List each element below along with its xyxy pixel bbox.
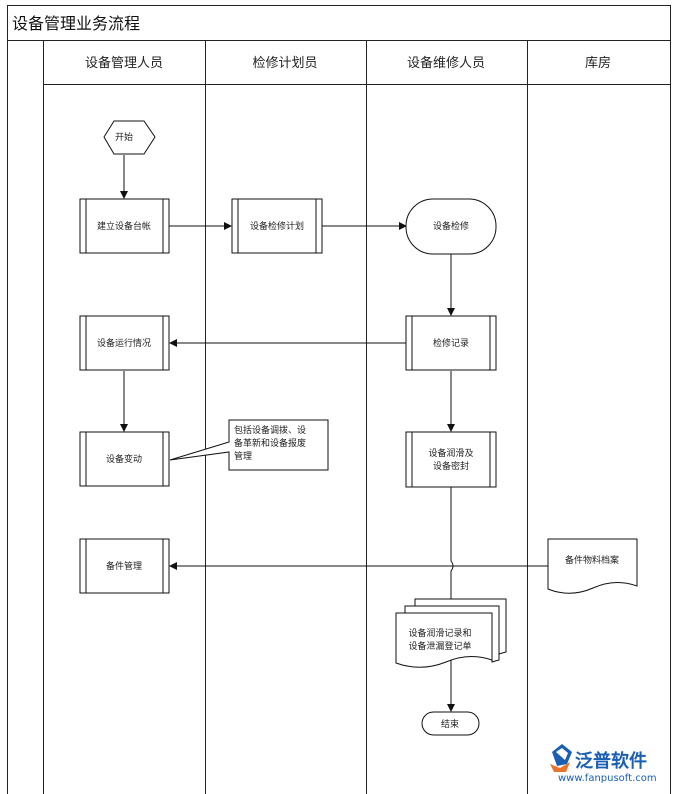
arrow-lube-to-docs [447, 487, 455, 612]
process-operation-status-label: 设备运行情况 [97, 337, 151, 349]
terminal-equipment-repair-label: 设备检修 [433, 220, 469, 232]
process-maintenance-plan [231, 198, 323, 254]
process-equipment-change-label: 设备变动 [106, 453, 142, 465]
multidocument-records-line-2: 设备泄漏登记单 [408, 640, 471, 652]
annotation-line-1: 包括设备调拨、设 [234, 424, 306, 436]
process-spare-parts-label: 备件管理 [106, 560, 142, 572]
annotation-callout: 包括设备调拨、设 备革新和设备报废 管理 [169, 419, 329, 471]
document-material-archive: 备件物料档案 [547, 538, 638, 594]
annotation-line-2: 备革新和设备报废 [234, 437, 306, 449]
brand-url: www.fanpusoft.com [558, 773, 657, 784]
lane-header-warehouse: 库房 [585, 55, 611, 71]
process-build-ledger [79, 198, 170, 254]
process-spare-parts [79, 538, 170, 594]
start-node: 开始 [103, 120, 156, 155]
lane-header-equipment-manager: 设备管理人员 [85, 55, 163, 71]
multidocument-records-line-1: 设备润滑记录和 [408, 627, 471, 639]
process-repair-record [405, 315, 497, 371]
end-node: 结束 [421, 711, 480, 736]
process-operation-status [79, 315, 170, 371]
brand-name: 泛普软件 [575, 750, 647, 772]
annotation-line-3: 管理 [234, 450, 252, 462]
start-node-label: 开始 [115, 131, 133, 143]
process-lubrication-sealing-line-2: 设备密封 [433, 460, 469, 472]
process-repair-record-label: 检修记录 [433, 337, 469, 349]
process-build-ledger-label: 建立设备台帐 [97, 220, 151, 232]
brand-logo-icon [550, 744, 572, 772]
document-material-archive-label: 备件物料档案 [565, 554, 619, 566]
process-maintenance-plan-label: 设备检修计划 [250, 220, 304, 232]
lane-header-maintenance-staff: 设备维修人员 [407, 55, 485, 71]
process-equipment-change [79, 431, 170, 487]
multidocument-records [395, 598, 507, 668]
diagram-title: 设备管理业务流程 [12, 14, 140, 33]
diagram-frame [7, 5, 671, 794]
process-lubrication-sealing-line-1: 设备润滑及 [428, 447, 473, 459]
lane-header-maintenance-planner: 检修计划员 [252, 56, 317, 71]
connectors [120, 155, 548, 712]
process-lubrication-sealing [405, 431, 497, 488]
terminal-equipment-repair: 设备检修 [405, 198, 497, 255]
brand-watermark: 泛普软件 www.fanpusoft.com [550, 744, 657, 784]
end-node-label: 结束 [441, 718, 459, 730]
